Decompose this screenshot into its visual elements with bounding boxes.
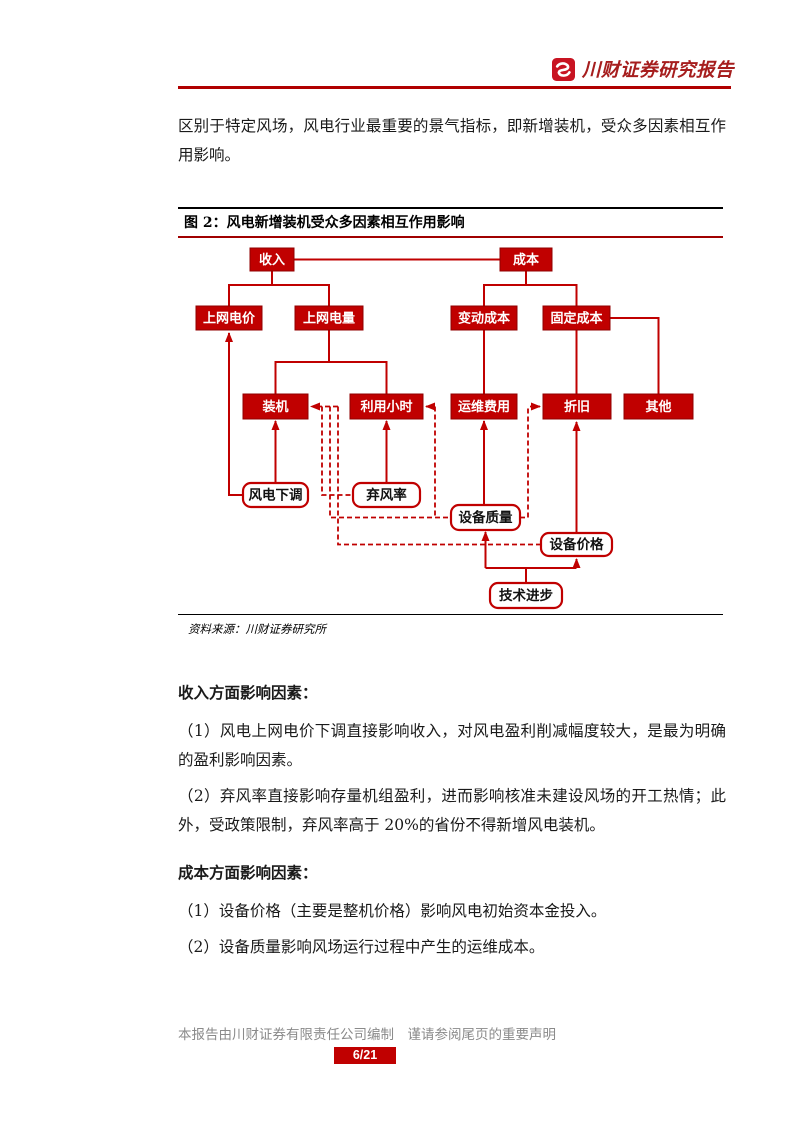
node-cost: 成本 (499, 247, 553, 272)
logo-s-curve (555, 61, 571, 77)
section-cost-paragraph-1: （1）设备价格（主要是整机价格）影响风电初始资本金投入。 (178, 902, 607, 920)
node-equipment-quality-label: 设备质量 (459, 509, 513, 526)
node-tariff-cut: 风电下调 (241, 481, 310, 509)
node-depreciation-label: 折旧 (564, 399, 590, 415)
connector-cost-children (483, 271, 578, 306)
dashed-influence-network (314, 405, 541, 546)
section-income-factors: 收入方面影响因素： （1）风电上网电价下调直接影响收入，对风电盈利削减幅度较大，… (178, 678, 726, 847)
node-grid-price: 上网电价 (195, 305, 263, 331)
node-tariff-cut-label: 风电下调 (249, 487, 303, 504)
section-cost-heading: 成本方面影响因素： (178, 863, 318, 882)
header-rule (178, 86, 731, 89)
node-om-expense-label: 运维费用 (458, 399, 510, 415)
footer-disclaimer: 本报告由川财证券有限责任公司编制 谨请参阅尾页的重要声明 (178, 1027, 556, 1043)
flowchart: 收入 成本 上网电价 上网电量 变动成本 固定成本 (195, 247, 694, 610)
node-depreciation: 折旧 (542, 393, 612, 420)
node-tech-progress-label: 技术进步 (499, 587, 553, 604)
section-cost-paragraph-2: （2）设备质量影响风场运行过程中产生的运维成本。 (178, 938, 545, 956)
header-brand: 川财证券研究报告 (552, 56, 735, 82)
node-variable-cost: 变动成本 (450, 305, 518, 331)
arrow-tariffcut-gridprice (225, 332, 243, 496)
section-income-paragraph-2: （2）弃风率直接影响存量机组盈利，进而影响核准未建设风场的开工热情；此外，受政策… (178, 787, 726, 834)
page-number-badge: 6/21 (334, 1047, 396, 1064)
node-fixed-cost: 固定成本 (542, 305, 611, 331)
connector-techprogress-bar (485, 567, 577, 583)
node-equipment-quality: 设备质量 (449, 503, 522, 532)
connector-volume-children (274, 330, 388, 394)
node-tech-progress: 技术进步 (488, 581, 564, 610)
brand-title: 川财证券研究报告 (582, 60, 735, 81)
figure-title: 图 2：风电新增装机受众多因素相互作用影响 (178, 207, 723, 238)
node-curtailment-rate-label: 弃风率 (366, 487, 407, 504)
node-variable-cost-label: 变动成本 (458, 311, 510, 327)
node-cost-label: 成本 (513, 252, 539, 268)
node-grid-volume-label: 上网电量 (303, 311, 355, 327)
connector-fixed-other (610, 317, 660, 394)
node-om-expense: 运维费用 (450, 393, 518, 420)
connector-income-children (228, 271, 330, 306)
node-equipment-price-label: 设备价格 (550, 536, 604, 553)
node-other-label: 其他 (645, 399, 671, 415)
node-income-label: 收入 (259, 252, 285, 268)
node-grid-price-label: 上网电价 (203, 311, 256, 327)
company-logo-icon (552, 57, 575, 81)
node-other: 其他 (623, 393, 694, 420)
node-utilization-hours-label: 利用小时 (360, 399, 412, 415)
figure-2: 图 2：风电新增装机受众多因素相互作用影响 (178, 207, 723, 637)
node-utilization-hours: 利用小时 (349, 393, 424, 420)
intro-paragraph: 区别于特定风场，风电行业最重要的景气指标，即新增装机，受众多因素相互作用影响。 (178, 117, 726, 164)
section-cost-factors: 成本方面影响因素： （1）设备价格（主要是整机价格）影响风电初始资本金投入。 （… (178, 858, 726, 969)
node-equipment-price: 设备价格 (539, 531, 614, 558)
section-income-paragraph-1: （1）风电上网电价下调直接影响收入，对风电盈利削减幅度较大，是最为明确的盈利影响… (178, 722, 726, 769)
node-income: 收入 (249, 247, 295, 272)
node-fixed-cost-label: 固定成本 (550, 311, 602, 327)
node-curtailment-rate: 弃风率 (351, 481, 422, 509)
figure-source-note: 资料来源：川财证券研究所 (178, 614, 723, 637)
node-installation: 装机 (242, 393, 309, 420)
node-installation-label: 装机 (261, 399, 288, 415)
section-income-heading: 收入方面影响因素： (178, 683, 318, 702)
node-grid-volume: 上网电量 (294, 305, 364, 331)
